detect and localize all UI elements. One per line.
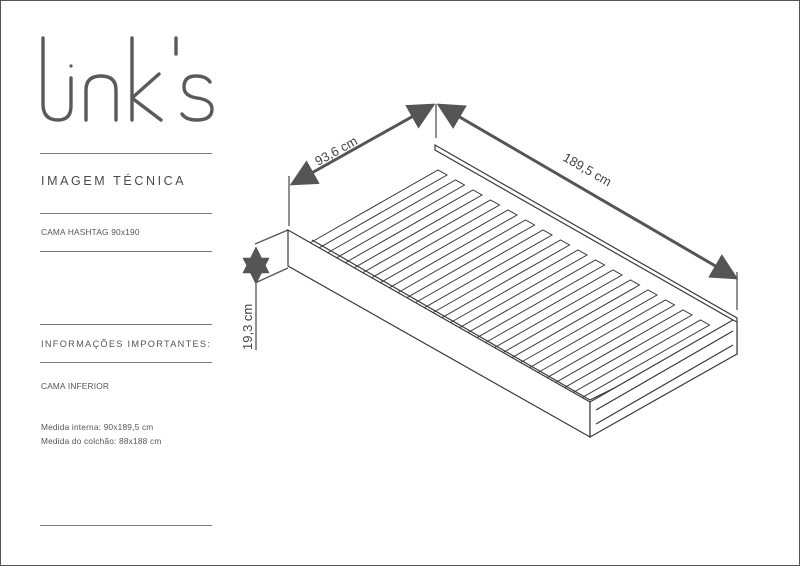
mattress-measure: Medida do colchão: 88x188 cm xyxy=(41,436,162,446)
divider xyxy=(40,251,212,252)
dimension-lines xyxy=(242,103,739,350)
divider xyxy=(40,213,212,214)
length-dimension-line xyxy=(436,103,739,280)
divider xyxy=(40,153,212,154)
info-heading: INFORMAÇÕES IMPORTANTES: xyxy=(41,339,212,349)
item-name: CAMA INFERIOR xyxy=(41,381,110,391)
internal-measure: Medida interna: 90x189,5 cm xyxy=(41,422,154,432)
foot-panel-line xyxy=(595,344,734,425)
foot-panel-line xyxy=(595,330,734,411)
width-dimension-line xyxy=(289,103,436,186)
bed-frame xyxy=(287,143,738,439)
height-label: 19,3 cm xyxy=(240,304,255,350)
product-name: CAMA HASHTAG 90x190 xyxy=(41,227,140,237)
brand-logo xyxy=(41,36,214,122)
divider xyxy=(40,525,212,526)
bed-technical-drawing: 93,6 cm 189,5 cm 19,3 cm xyxy=(240,103,739,439)
sheet-title: IMAGEM TÉCNICA xyxy=(41,174,187,188)
divider xyxy=(40,324,212,325)
divider xyxy=(40,362,212,363)
length-label: 189,5 cm xyxy=(561,150,615,190)
